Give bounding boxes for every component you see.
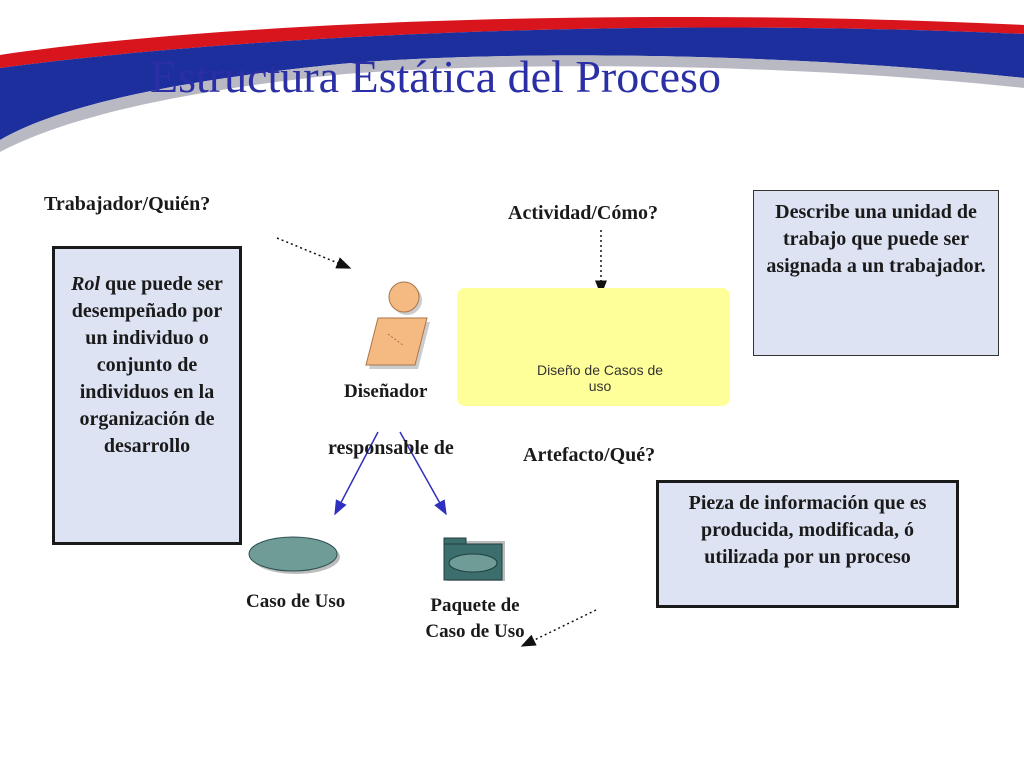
role-emphasis: Rol [71, 273, 101, 295]
worker-label: Trabajador/Quién? [44, 193, 211, 215]
activity-panel [457, 288, 730, 406]
page-title: Estructura Estática del Proceso [150, 51, 721, 102]
header-banner [0, 16, 1024, 152]
role-description-box: Rol que puede ser desempeñado por un ind… [52, 246, 242, 545]
responsible-arrow-use-case [334, 431, 379, 516]
artifact-pointer-arrow [520, 609, 597, 647]
banner-grey-shadow [0, 55, 1024, 152]
responsible-label: responsable de [328, 437, 454, 459]
package-icon [443, 537, 505, 581]
use-case-label: Caso de Uso [246, 591, 346, 612]
activity-name-label: Diseño de Casos de uso [536, 362, 664, 394]
role-description-text: que puede ser desempeñado por un individ… [71, 273, 223, 457]
designer-label: Diseñador [344, 381, 428, 402]
banner-blue-band [0, 27, 1024, 140]
responsible-arrow-package [399, 431, 447, 516]
use-case-package-label: Paquete de Caso de Uso [425, 595, 525, 642]
activity-description-box: Describe una unidad de trabajo que puede… [753, 190, 999, 356]
artifact-description-box: Pieza de información que es producida, m… [656, 480, 959, 608]
use-case-icon [248, 536, 340, 574]
worker-pointer-arrow [276, 237, 352, 269]
artifact-label: Artefacto/Qué? [523, 444, 656, 466]
worker-icon [365, 281, 430, 369]
activity-label: Actividad/Cómo? [508, 202, 658, 224]
banner-red-stripe [0, 16, 1024, 68]
